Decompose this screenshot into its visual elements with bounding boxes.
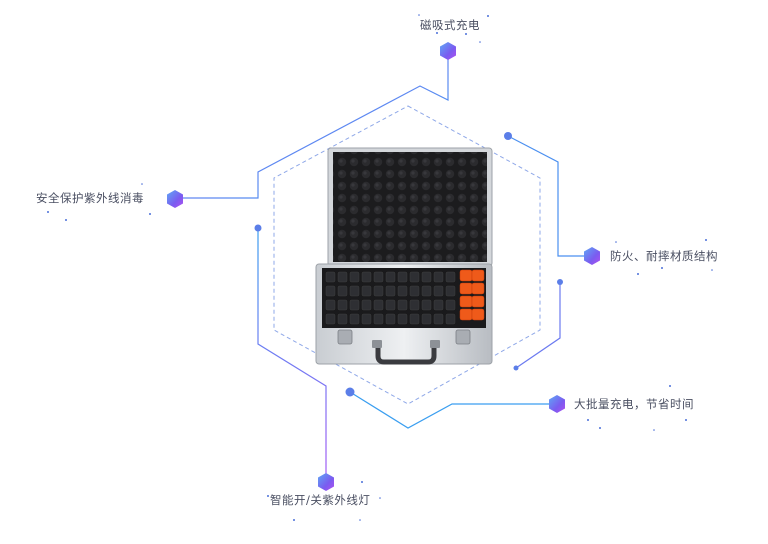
- feature-label-smart-uv: 智能开/关紫外线灯: [270, 493, 371, 507]
- connector-batch: [515, 282, 561, 369]
- hexagon-icon: [318, 473, 334, 491]
- decorative-dots: [47, 14, 713, 521]
- hexagon-icon: [167, 190, 183, 208]
- dashed-hexagon: [273, 105, 541, 405]
- connector-lines: [180, 52, 590, 480]
- feature-label-uv-safety: 安全保护紫外线消毒: [36, 191, 144, 205]
- connector-dots: [254, 132, 563, 397]
- hexagon-icon: [440, 42, 456, 60]
- charging-case-icon: [315, 147, 493, 365]
- connector-batch-low: [349, 391, 556, 429]
- connector-magnetic: [180, 52, 449, 199]
- feature-label-batch: 大批量充电，节省时间: [574, 397, 694, 411]
- hexagon-icon: [584, 247, 600, 265]
- connector-fireproof: [507, 135, 590, 257]
- feature-label-fireproof: 防火、耐摔材质结构: [610, 249, 718, 263]
- hexagon-icon: [549, 395, 565, 413]
- feature-label-magnetic: 磁吸式充电: [420, 18, 480, 32]
- connector-smart-uv: [257, 228, 327, 480]
